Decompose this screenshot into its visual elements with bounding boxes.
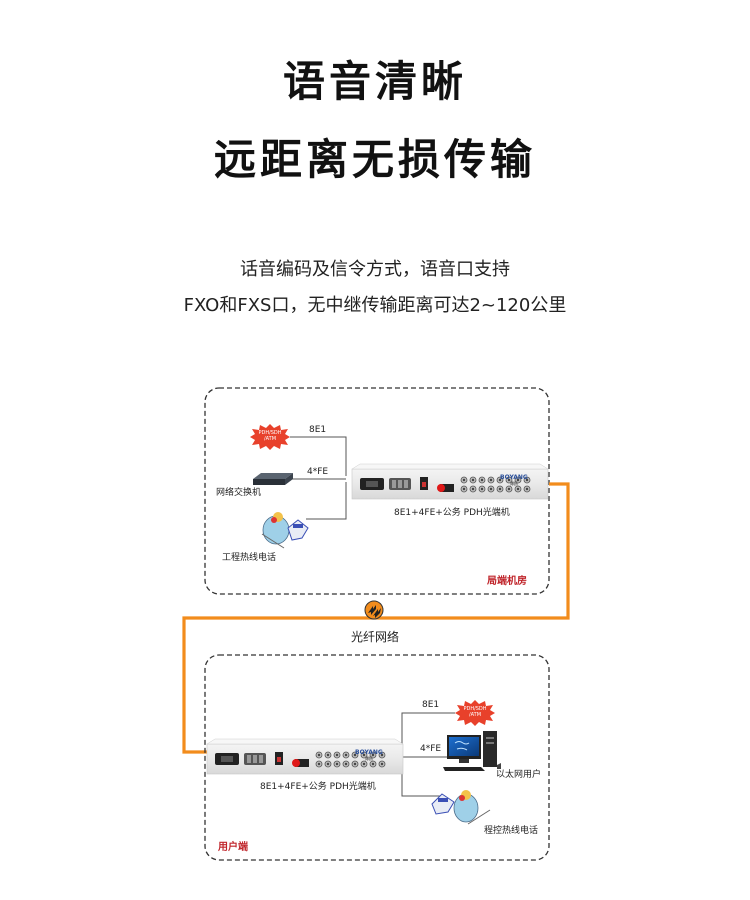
telephone-operator-icon-user: [431, 790, 491, 825]
headline-line-2: 远距离无损传输: [213, 135, 536, 184]
network-switch-icon: [253, 473, 293, 485]
burst-label-user: PDH/SDH /ATM: [461, 706, 489, 718]
network-burst-icon-user: [455, 700, 495, 726]
description-line-2: FXO和FXS口，无中继传输距离可达2~120公里: [183, 295, 567, 316]
desktop-computer-icon: [443, 731, 501, 771]
brand-name-cn: 博扬: [364, 756, 373, 761]
device-label-network-switch: 网络交换机: [216, 488, 262, 498]
fiber-link-icon: [364, 600, 384, 620]
brand-logo-central: BOYANG 博扬: [500, 474, 528, 487]
link-label-8e1-user: 8E1: [422, 700, 440, 710]
telephone-operator-icon: [261, 512, 309, 549]
burst-text-line-1: PDH/SDH: [258, 430, 282, 436]
network-burst-icon: [250, 424, 290, 450]
brand-logo-user: BOYANG 博扬: [355, 749, 383, 762]
device-label-ethernet-user: 以太网用户: [496, 770, 542, 780]
burst-label-central: PDH/SDH /ATM: [256, 430, 284, 442]
link-label-4fe-user: 4*FE: [420, 744, 442, 754]
device-label-engineering-phone: 工程热线电话: [222, 553, 277, 563]
burst-text-line-1: PDH/SDH: [463, 706, 487, 712]
central-office-links: [290, 436, 347, 520]
user-site-boundary: [204, 654, 550, 861]
fiber-network-label: 光纤网络: [351, 630, 400, 644]
device-label-program-phone: 程控热线电话: [484, 826, 539, 836]
burst-text-line-2: /ATM: [468, 712, 482, 718]
site-label-user: 用户端: [218, 842, 248, 853]
link-label-4fe-central: 4*FE: [307, 467, 329, 477]
brand-name: BOYANG: [500, 474, 528, 481]
burst-text-line-2: /ATM: [263, 436, 277, 442]
brand-name: BOYANG: [355, 749, 383, 756]
brand-name-cn: 博扬: [509, 481, 518, 486]
device-name-central: 8E1+4FE+公务 PDH光端机: [394, 508, 510, 518]
device-name-user: 8E1+4FE+公务 PDH光端机: [260, 782, 376, 792]
description-line-1: 话音编码及信令方式，语音口支持: [240, 259, 510, 280]
central-office-boundary: [204, 387, 550, 595]
link-label-8e1-central: 8E1: [309, 425, 327, 435]
site-label-central-office: 局端机房: [487, 576, 527, 587]
headline-line-1: 语音清晰: [282, 57, 467, 106]
